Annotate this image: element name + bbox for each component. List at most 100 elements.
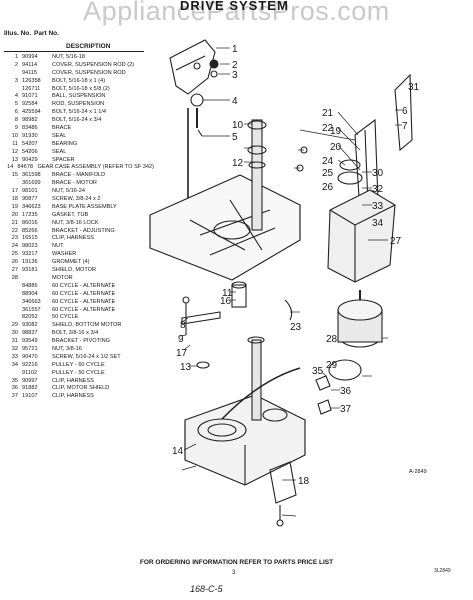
parts-row-illus-no: 1 [14,54,18,60]
parts-row-part-no: 126358 [22,77,41,84]
callout-5: 5 [232,132,238,143]
parts-row-part-no: 91102 [22,369,38,376]
parts-row-part-no: 92584 [22,101,38,108]
parts-row-part-no: 346623 [22,203,41,210]
parts-row-description: BOLT, 5/16-24 x 3/4 [52,117,102,124]
parts-row-part-no: 425594 [22,109,41,116]
parts-row-description: SEAL [52,132,67,139]
parts-row-part-no: 94114 [22,61,38,68]
parts-row-illus-no: 23 [11,235,18,242]
parts-row-description: PULLEY - 50 CYCLE [52,369,105,376]
parts-row-part-no: 126711 [22,85,41,92]
parts-row-part-no: 17235 [22,211,38,218]
parts-row-description: COVER, SUSPENSION ROD (2) [52,61,135,68]
parts-row-illus-no: 35 [11,377,18,384]
parts-row-description: GEAR CASE ASSEMBLY (REFER TO SF 342) [37,164,154,171]
callout-10: 10 [232,120,244,131]
parts-row-illus-no: 6 [14,109,18,116]
callout-35: 35 [312,366,324,377]
parts-row-illus-no: 30 [11,330,18,337]
parts-row-part-no: 93082 [22,322,38,329]
header-description: DESCRIPTION [66,43,111,50]
parts-row-description: BASE PLATE ASSEMBLY [52,203,117,210]
callout-3: 3 [232,70,238,81]
parts-row-illus-no: 28 [11,274,18,281]
parts-row-illus-no: 21 [11,219,18,226]
parts-row-illus-no: 25 [11,251,18,258]
parts-row-illus-no: 5 [14,101,18,108]
callout-13: 13 [180,362,192,373]
callout-8: 8 [180,320,186,331]
form-code: 3L2849 [434,568,451,574]
parts-row-part-no: 361598 [22,172,41,179]
callout-33: 33 [372,201,384,212]
callout-6: 6 [402,106,408,117]
parts-row-description: CLIP, MOTOR SHIELD [52,385,110,392]
parts-row: 84886 60 CYCLE - ALTERNATE [4,283,154,291]
parts-row-description: 50 CYCLE [52,314,79,321]
parts-row-description: CLIP, HARNESS [52,393,94,400]
parts-row-description: CLIP, HARNESS [52,235,94,242]
parts-row-illus-no: 11 [12,140,18,147]
callout-20: 20 [330,142,342,153]
parts-row-description: NUT, 5/16-24 [52,188,85,195]
parts-row-illus-no: 2 [14,61,18,68]
callout-4: 4 [232,96,238,107]
parts-row-part-no: 54207 [22,140,38,147]
parts-row-description: NUT, 3/8-16 [52,345,82,352]
parts-row-illus-no: 14 [7,164,14,171]
parts-row: 35 90997 CLIP, HARNESS [4,378,154,386]
parts-row-illus-no: 9 [14,125,18,132]
parts-row-part-no: 85266 [22,227,38,234]
callout-1: 1 [232,44,238,55]
parts-row-description: SCREW, 3/8-24 x 2 [52,196,101,203]
callout-30: 30 [372,168,384,179]
callout-27: 27 [390,236,402,247]
parts-row-description: SHIELD, MOTOR [52,267,97,274]
parts-row-illus-no: 31 [11,338,18,345]
parts-row-illus-no: 10 [11,132,18,139]
parts-row-description: WASHER [52,251,77,258]
callout-9: 9 [178,334,184,345]
parts-row-illus-no: 24 [11,243,18,250]
parts-row-part-no: 95721 [22,345,38,352]
parts-row-description: 60 CYCLE - ALTERNATE [52,282,116,289]
parts-row-part-no: 84886 [22,282,38,289]
parts-row: 19 346623 BASE PLATE ASSEMBLY [4,204,154,212]
parts-row-illus-no: 3 [14,77,18,84]
parts-row-illus-no: 12 [11,148,18,155]
callout-18: 18 [298,476,310,487]
parts-row-part-no: 90997 [22,377,38,384]
parts-row-part-no: 98101 [22,188,38,195]
parts-row-illus-no: 26 [11,259,18,266]
parts-row-illus-no: 19 [11,203,18,210]
parts-row-part-no: 91930 [22,132,38,139]
parts-row-part-no: 98837 [22,330,38,337]
parts-row-part-no: 91882 [22,385,38,392]
parts-row-description: BRACE - MOTOR [52,180,97,187]
callout-24: 24 [322,156,334,167]
parts-row-part-no: 54206 [22,148,38,155]
suspension-bracket-shape [169,39,216,95]
parts-row-illus-no: 33 [11,353,18,360]
callout-7: 7 [402,121,408,132]
parts-row-description: CLIP, HARNESS [52,377,94,384]
callout-29: 29 [326,360,338,371]
parts-row-part-no: 361557 [22,306,41,313]
parts-row-illus-no: 29 [11,322,18,329]
parts-row-description: NUT [52,243,64,250]
